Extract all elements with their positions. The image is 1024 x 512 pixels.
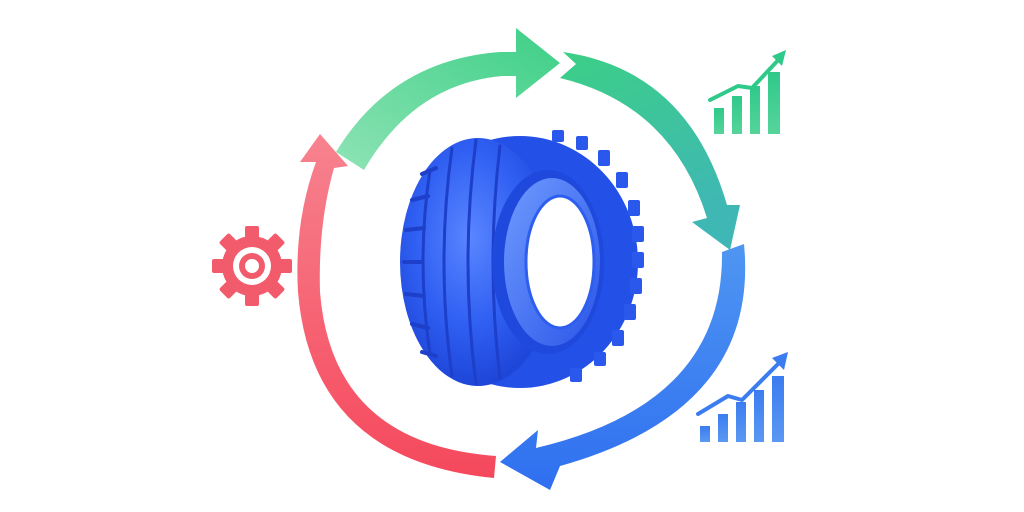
cycle-arrows [297,28,746,490]
arrow-green-upper-left [336,28,560,170]
gear-icon [212,226,292,306]
tire-icon [400,130,644,388]
growth-chart-icon-blue [696,352,788,442]
arrow-red-left [297,134,496,478]
arrow-green-upper-right [560,52,740,250]
arrow-blue-right [500,244,746,490]
growth-chart-icon-green [708,50,786,134]
